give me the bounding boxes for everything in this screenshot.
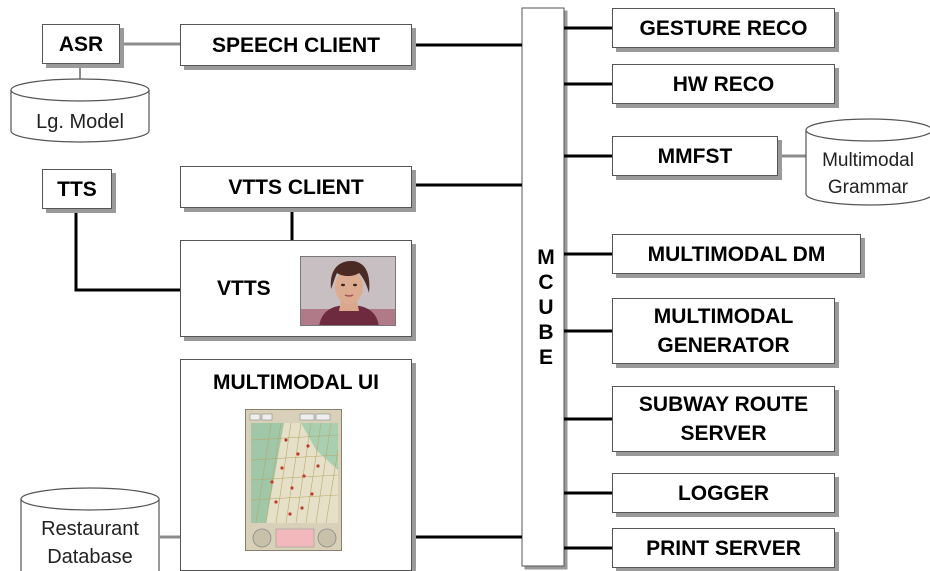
vtts-client-box: VTTS CLIENT [180,166,412,208]
multimodal-generator-label-line1: MULTIMODAL [653,305,794,328]
tts-box: TTS [42,169,112,209]
vtts-label: VTTS [217,277,271,300]
hw-reco-label: HW RECO [672,72,775,96]
speech-client-box: SPEECH CLIENT [180,24,412,66]
gesture-reco-box: GESTURE RECO [612,8,835,48]
multimodal-grammar-label: Multimodal Grammar [806,146,930,202]
multimodal-generator-box: MULTIMODAL GENERATOR [612,298,835,364]
vtts-client-label: VTTS CLIENT [228,175,364,199]
multimodal-grammar-label-line1: Multimodal [822,150,914,171]
hw-reco-box: HW RECO [612,64,835,104]
mmfst-box: MMFST [612,136,778,176]
print-server-label: PRINT SERVER [646,536,801,560]
lg-model-label-text: Lg. Model [36,111,124,133]
talking-head-photo [300,256,396,326]
mcube-letter-m: M [537,246,555,269]
multimodal-grammar-database-shape [805,118,930,206]
restaurant-database-label-line1: Restaurant [41,518,139,540]
subway-route-server-box: SUBWAY ROUTE SERVER [612,386,835,452]
mmfst-label: MMFST [657,144,733,168]
logger-box: LOGGER [612,473,835,513]
lg-model-label: Lg. Model [11,104,149,140]
connector-tts-vtts [74,208,180,292]
multimodal-dm-box: MULTIMODAL DM [612,234,861,274]
mcube-bus [521,7,565,567]
print-server-box: PRINT SERVER [612,528,835,568]
mcube-letter-u: U [538,296,554,319]
mcube-letter-e: E [538,346,553,369]
lg-model-database-shape [10,78,150,143]
mcube-label: M C U B E [534,245,558,370]
mcube-letter-b: B [538,321,554,344]
subway-route-server-label-line2: SERVER [680,422,767,445]
mcube-letter-c: C [538,271,554,294]
restaurant-database-label: Restaurant Database [21,515,159,571]
speech-client-label: SPEECH CLIENT [211,33,381,57]
asr-box: ASR [42,24,120,64]
multimodal-dm-label: MULTIMODAL DM [647,242,826,266]
multimodal-ui-label: MULTIMODAL UI [212,371,380,394]
restaurant-database-shape [20,487,160,571]
asr-label: ASR [58,32,104,56]
tts-label: TTS [57,177,97,201]
restaurant-database-label-line2: Database [47,546,133,568]
logger-label: LOGGER [677,481,769,505]
map-tablet-screenshot [245,409,342,551]
multimodal-generator-label-line2: GENERATOR [657,334,790,357]
gesture-reco-label: GESTURE RECO [639,16,808,40]
multimodal-grammar-label-line2: Grammar [827,177,909,198]
subway-route-server-label-line1: SUBWAY ROUTE [638,393,809,416]
